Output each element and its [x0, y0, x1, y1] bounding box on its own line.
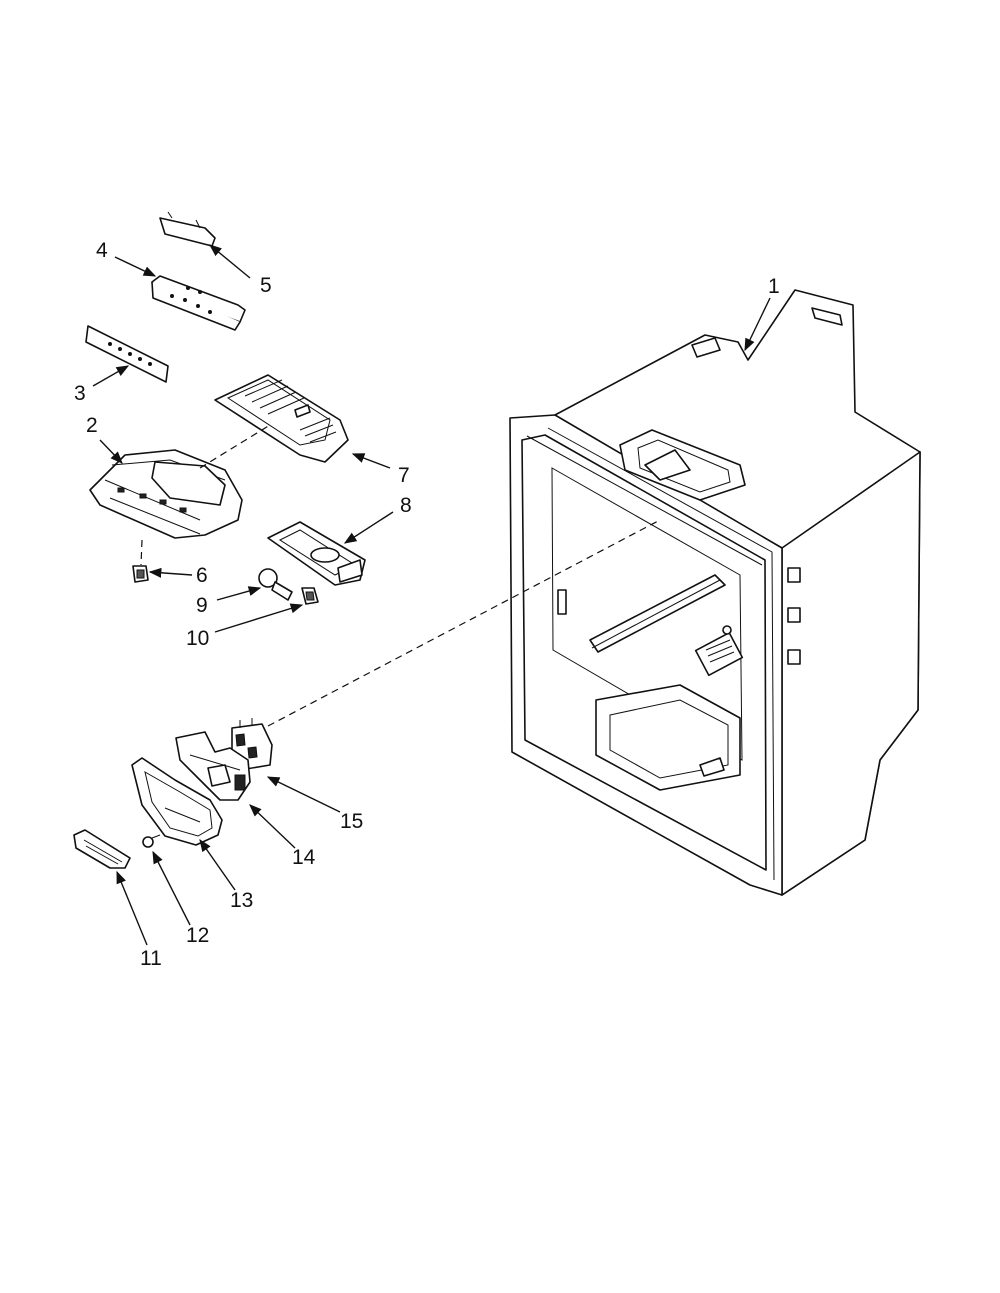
callout-7: 7	[398, 464, 410, 487]
callout-8: 8	[400, 494, 412, 517]
callout-6: 6	[196, 564, 208, 587]
part-4-control-housing	[151, 275, 246, 331]
part-1-liner	[509, 289, 921, 896]
part-3-overlay	[85, 325, 169, 383]
callout-3: 3	[74, 382, 86, 405]
part-8-light-shield	[267, 521, 366, 586]
callout-4: 4	[96, 239, 108, 262]
alignment-lines	[140, 424, 661, 727]
part-10-socket	[301, 587, 319, 605]
part-6-clip	[132, 565, 149, 583]
part-2-light-housing	[89, 449, 243, 539]
callout-11: 11	[140, 947, 162, 970]
callout-14: 14	[292, 846, 316, 869]
callout-1: 1	[768, 275, 780, 298]
part-5-bracket	[159, 211, 216, 247]
callout-2: 2	[86, 414, 98, 437]
leader-lines	[92, 244, 771, 946]
callout-12: 12	[186, 924, 209, 947]
callout-5: 5	[260, 274, 272, 297]
part-14-housing	[175, 731, 251, 801]
part-13-trim	[131, 757, 223, 846]
callout-15: 15	[340, 810, 363, 833]
callout-13: 13	[230, 889, 253, 912]
part-7-cover	[214, 374, 349, 463]
part-12-screw	[142, 834, 161, 848]
callout-10: 10	[186, 627, 209, 650]
callout-labels: 1 2 3 4 5 6 7 8 9 10 11 12 13 14 15	[74, 239, 780, 970]
part-9-bulb	[258, 568, 293, 601]
callout-9: 9	[196, 594, 208, 617]
part-11-button	[73, 829, 131, 869]
